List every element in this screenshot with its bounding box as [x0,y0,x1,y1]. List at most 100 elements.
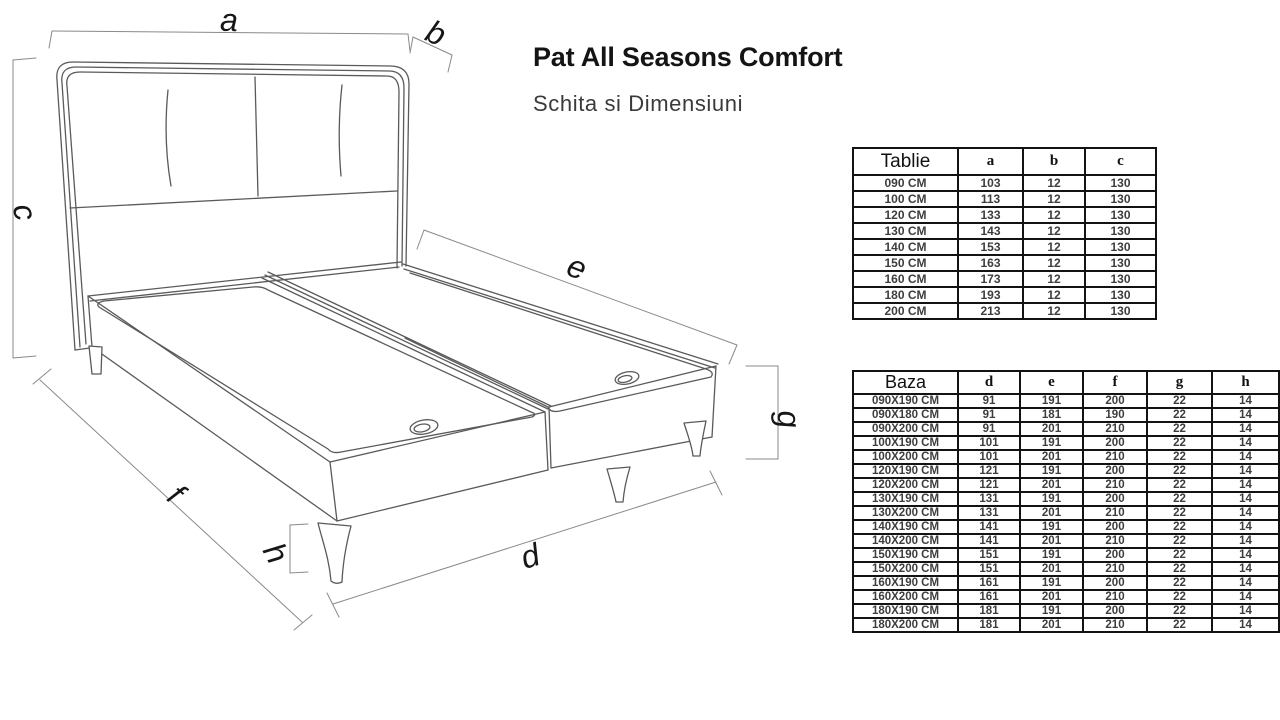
baza-f-cell: 210 [1082,505,1148,521]
baza-f-cell: 210 [1082,421,1148,437]
baza-d-cell: 101 [957,449,1021,465]
baza-h-cell: 14 [1211,533,1280,549]
baza-size-cell: 160X190 CM [852,575,959,591]
tablie-size-cell: 160 CM [852,270,959,288]
baza-e-cell: 201 [1019,617,1084,633]
baza-d-cell: 121 [957,477,1021,493]
baza-h-cell: 14 [1211,603,1280,619]
baza-g-cell: 22 [1146,589,1213,605]
tablie-size-cell: 180 CM [852,286,959,304]
baza-e-cell: 201 [1019,589,1084,605]
baza-d-cell: 131 [957,491,1021,507]
tablie-b-cell: 12 [1022,190,1086,208]
baza-col-h: h [1211,370,1280,395]
baza-header-row: Baza d e f g h [852,370,1280,395]
tablie-size-cell: 140 CM [852,238,959,256]
tablie-row: 200 CM 213 12 130 [852,302,1157,320]
baza-d-cell: 91 [957,421,1021,437]
tablie-a-cell: 103 [957,174,1024,192]
baza-h-cell: 14 [1211,435,1280,451]
baza-d-cell: 141 [957,519,1021,535]
baza-h-cell: 14 [1211,561,1280,577]
baza-g-cell: 22 [1146,435,1213,451]
tablie-size-cell: 120 CM [852,206,959,224]
handle-icon [614,370,640,386]
tablie-b-cell: 12 [1022,270,1086,288]
baza-f-cell: 200 [1082,519,1148,535]
baza-g-cell: 22 [1146,477,1213,493]
baza-row: 140X190 CM 141 191 200 22 14 [852,519,1280,535]
baza-d-cell: 161 [957,589,1021,605]
baza-d-cell: 141 [957,533,1021,549]
baza-f-cell: 200 [1082,435,1148,451]
baza-g-cell: 22 [1146,603,1213,619]
baza-f-cell: 210 [1082,561,1148,577]
baza-e-cell: 201 [1019,561,1084,577]
baza-e-cell: 191 [1019,575,1084,591]
baza-e-cell: 201 [1019,421,1084,437]
baza-size-cell: 150X190 CM [852,547,959,563]
baza-col-g: g [1146,370,1213,395]
baza-size-cell: 090X200 CM [852,421,959,437]
baza-f-cell: 210 [1082,617,1148,633]
baza-h-cell: 14 [1211,617,1280,633]
baza-e-cell: 191 [1019,463,1084,479]
tablie-row: 120 CM 133 12 130 [852,206,1157,224]
baza-g-cell: 22 [1146,449,1213,465]
tablie-b-cell: 12 [1022,302,1086,320]
tablie-a-cell: 163 [957,254,1024,272]
baza-d-cell: 131 [957,505,1021,521]
baza-h-cell: 14 [1211,463,1280,479]
baza-d-cell: 161 [957,575,1021,591]
baza-h-cell: 14 [1211,393,1280,409]
baza-h-cell: 14 [1211,407,1280,423]
baza-f-cell: 200 [1082,603,1148,619]
baza-e-cell: 191 [1019,393,1084,409]
baza-f-cell: 210 [1082,589,1148,605]
baza-g-cell: 22 [1146,547,1213,563]
tablie-b-cell: 12 [1022,254,1086,272]
tablie-size-cell: 200 CM [852,302,959,320]
baza-d-cell: 91 [957,407,1021,423]
baza-size-cell: 160X200 CM [852,589,959,605]
tablie-table: Tablie a b c 090 CM 103 12 130 100 CM 11… [852,147,1157,320]
tablie-a-cell: 193 [957,286,1024,304]
baza-e-cell: 191 [1019,547,1084,563]
baza-g-cell: 22 [1146,491,1213,507]
baza-g-cell: 22 [1146,533,1213,549]
baza-d-cell: 151 [957,561,1021,577]
baza-size-cell: 120X200 CM [852,477,959,493]
tablie-a-cell: 133 [957,206,1024,224]
baza-f-cell: 200 [1082,491,1148,507]
baza-size-cell: 140X190 CM [852,519,959,535]
baza-size-cell: 090X180 CM [852,407,959,423]
baza-g-cell: 22 [1146,421,1213,437]
tablie-c-cell: 130 [1084,254,1157,272]
tablie-col-b: b [1022,147,1086,176]
baza-d-cell: 181 [957,617,1021,633]
baza-row: 120X190 CM 121 191 200 22 14 [852,463,1280,479]
tablie-c-cell: 130 [1084,286,1157,304]
bed-legs [88,345,707,584]
baza-col-d: d [957,370,1021,395]
baza-d-cell: 101 [957,435,1021,451]
tablie-b-cell: 12 [1022,238,1086,256]
baza-h-cell: 14 [1211,491,1280,507]
baza-h-cell: 14 [1211,547,1280,563]
tablie-row: 090 CM 103 12 130 [852,174,1157,192]
baza-row: 100X200 CM 101 201 210 22 14 [852,449,1280,465]
baza-h-cell: 14 [1211,575,1280,591]
baza-g-cell: 22 [1146,519,1213,535]
dim-label-d: d [516,536,545,576]
tablie-row: 160 CM 173 12 130 [852,270,1157,288]
tablie-c-cell: 130 [1084,206,1157,224]
baza-d-cell: 151 [957,547,1021,563]
baza-d-cell: 121 [957,463,1021,479]
tablie-c-cell: 130 [1084,270,1157,288]
tablie-col-a: a [957,147,1024,176]
tablie-c-cell: 130 [1084,190,1157,208]
baza-e-cell: 191 [1019,435,1084,451]
tablie-row: 100 CM 113 12 130 [852,190,1157,208]
baza-size-cell: 180X200 CM [852,617,959,633]
